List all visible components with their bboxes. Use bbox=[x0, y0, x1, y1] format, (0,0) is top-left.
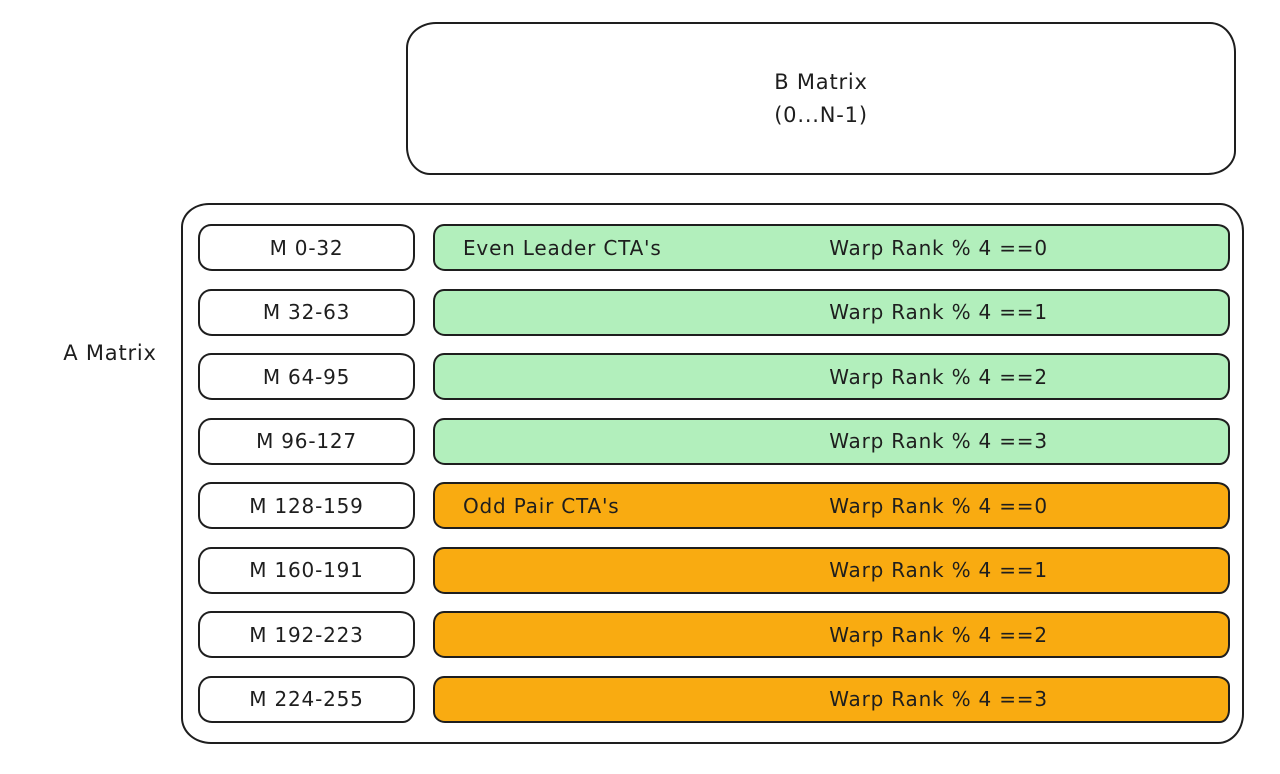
m-range-label: M 192-223 bbox=[249, 622, 364, 647]
warp-rank-label: Warp Rank % 4 ==2 bbox=[829, 364, 1048, 389]
cta-group-label: Even Leader CTA's bbox=[463, 235, 662, 260]
m-range-box: M 128-159 bbox=[198, 482, 415, 530]
warp-rank-label: Warp Rank % 4 ==0 bbox=[829, 493, 1048, 518]
warp-rank-label: Warp Rank % 4 ==1 bbox=[829, 300, 1048, 325]
b-matrix-box: B Matrix (0...N-1) bbox=[406, 22, 1236, 175]
m-range-box: M 96-127 bbox=[198, 417, 415, 465]
warp-bar: Warp Rank % 4 ==2 bbox=[433, 353, 1230, 401]
m-range-label: M 32-63 bbox=[262, 300, 351, 325]
matrix-row: M 192-223 Warp Rank % 4 ==2 bbox=[198, 611, 1230, 659]
warp-rank-label: Warp Rank % 4 ==1 bbox=[829, 558, 1048, 583]
warp-bar: Warp Rank % 4 ==1 bbox=[433, 288, 1230, 336]
matrix-row: M 128-159 Odd Pair CTA's Warp Rank % 4 =… bbox=[198, 482, 1230, 530]
b-matrix-title: B Matrix bbox=[774, 69, 868, 94]
m-range-box: M 0-32 bbox=[198, 224, 415, 271]
matrix-row: M 64-95 Warp Rank % 4 ==2 bbox=[198, 353, 1230, 401]
m-range-label: M 224-255 bbox=[249, 687, 364, 712]
warp-bar: Warp Rank % 4 ==3 bbox=[433, 675, 1230, 723]
matrix-row: M 224-255 Warp Rank % 4 ==3 bbox=[198, 675, 1230, 723]
m-range-box: M 64-95 bbox=[198, 353, 415, 401]
b-matrix-range: (0...N-1) bbox=[774, 102, 868, 127]
m-range-box: M 160-191 bbox=[198, 546, 415, 594]
m-range-box: M 192-223 bbox=[198, 611, 415, 659]
warp-bar: Warp Rank % 4 ==2 bbox=[433, 611, 1230, 659]
m-range-label: M 96-127 bbox=[256, 429, 357, 454]
warp-bar: Even Leader CTA's Warp Rank % 4 ==0 bbox=[433, 224, 1230, 271]
m-range-box: M 224-255 bbox=[198, 675, 415, 723]
matrix-row: M 96-127 Warp Rank % 4 ==3 bbox=[198, 417, 1230, 465]
m-range-label: M 64-95 bbox=[262, 364, 351, 389]
b-matrix-text: B Matrix (0...N-1) bbox=[774, 66, 868, 131]
warp-rank-label: Warp Rank % 4 ==2 bbox=[829, 622, 1048, 647]
m-range-label: M 128-159 bbox=[249, 493, 364, 518]
matrix-row: M 160-191 Warp Rank % 4 ==1 bbox=[198, 546, 1230, 594]
warp-bar: Warp Rank % 4 ==3 bbox=[433, 417, 1230, 465]
warp-rank-label: Warp Rank % 4 ==3 bbox=[829, 687, 1048, 712]
m-range-label: M 160-191 bbox=[249, 558, 364, 583]
warp-bar: Odd Pair CTA's Warp Rank % 4 ==0 bbox=[433, 482, 1230, 530]
m-range-box: M 32-63 bbox=[198, 288, 415, 336]
warp-bar: Warp Rank % 4 ==1 bbox=[433, 546, 1230, 594]
m-range-label: M 0-32 bbox=[269, 235, 344, 260]
warp-rank-label: Warp Rank % 4 ==0 bbox=[829, 235, 1048, 260]
a-matrix-container: M 0-32 Even Leader CTA's Warp Rank % 4 =… bbox=[181, 203, 1244, 744]
matrix-row: M 0-32 Even Leader CTA's Warp Rank % 4 =… bbox=[198, 224, 1230, 271]
warp-rank-label: Warp Rank % 4 ==3 bbox=[829, 429, 1048, 454]
matrix-row: M 32-63 Warp Rank % 4 ==1 bbox=[198, 288, 1230, 336]
a-matrix-label: A Matrix bbox=[63, 341, 157, 365]
cta-group-label: Odd Pair CTA's bbox=[463, 493, 620, 518]
